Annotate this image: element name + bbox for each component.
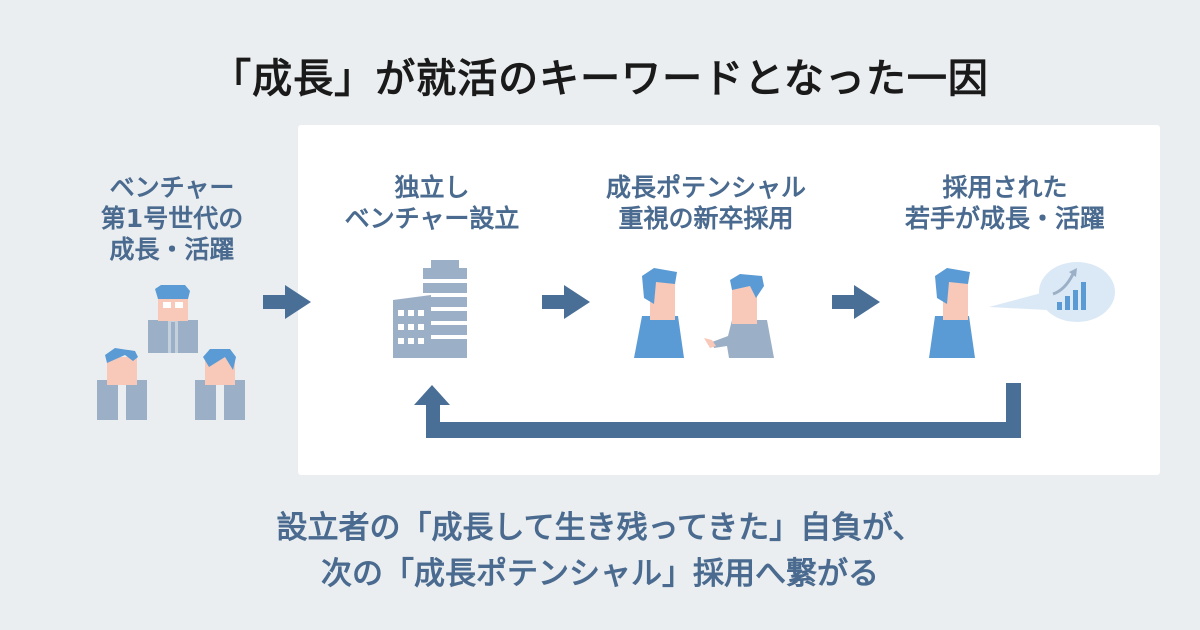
office-building-icon [393,260,467,358]
arrow-right-icon [832,285,880,319]
arrow-right-icon [263,285,311,319]
growing-person-icon [929,262,1115,358]
label-line: 成長・活躍 [109,235,235,264]
loop-back-arrow-icon [414,383,1021,438]
interview-people-icon [634,268,774,358]
founders-group-icon [97,285,245,420]
label-line: 採用された [942,173,1068,202]
conclusion-line: 次の「成長ポテンシャル」採用へ繋がる [321,556,879,592]
label-line: 重視の新卒採用 [618,204,794,233]
step-founders-label: ベンチャー 第1号世代の 成長・活躍 [72,172,272,265]
step-hiring-label: 成長ポテンシャル 重視の新卒採用 [586,172,826,234]
step-independence-label: 独立し ベンチャー設立 [332,172,532,234]
arrow-right-icon [542,285,590,319]
label-line: 若手が成長・活躍 [904,204,1105,233]
interviewer-person-icon [704,274,774,358]
person-icon [195,349,245,420]
candidate-person-icon [634,268,684,358]
person-glasses-icon [148,285,198,353]
label-line: 成長ポテンシャル [605,173,806,202]
conclusion-text: 設立者の「成長して生き残ってきた」自負が、 次の「成長ポテンシャル」採用へ繋がる [0,505,1200,597]
label-line: 独立し [394,173,470,202]
label-line: ベンチャー設立 [344,204,520,233]
step-growth-label: 採用された 若手が成長・活躍 [880,172,1130,234]
label-line: ベンチャー [109,173,235,202]
speech-bubble-chart-icon [989,262,1115,322]
page-title: 「成長」が就活のキーワードとなった一因 [211,56,989,102]
conclusion-line: 設立者の「成長して生き残ってきた」自負が、 [276,510,924,546]
person-icon [97,348,147,420]
label-line: 第1号世代の [100,204,244,233]
